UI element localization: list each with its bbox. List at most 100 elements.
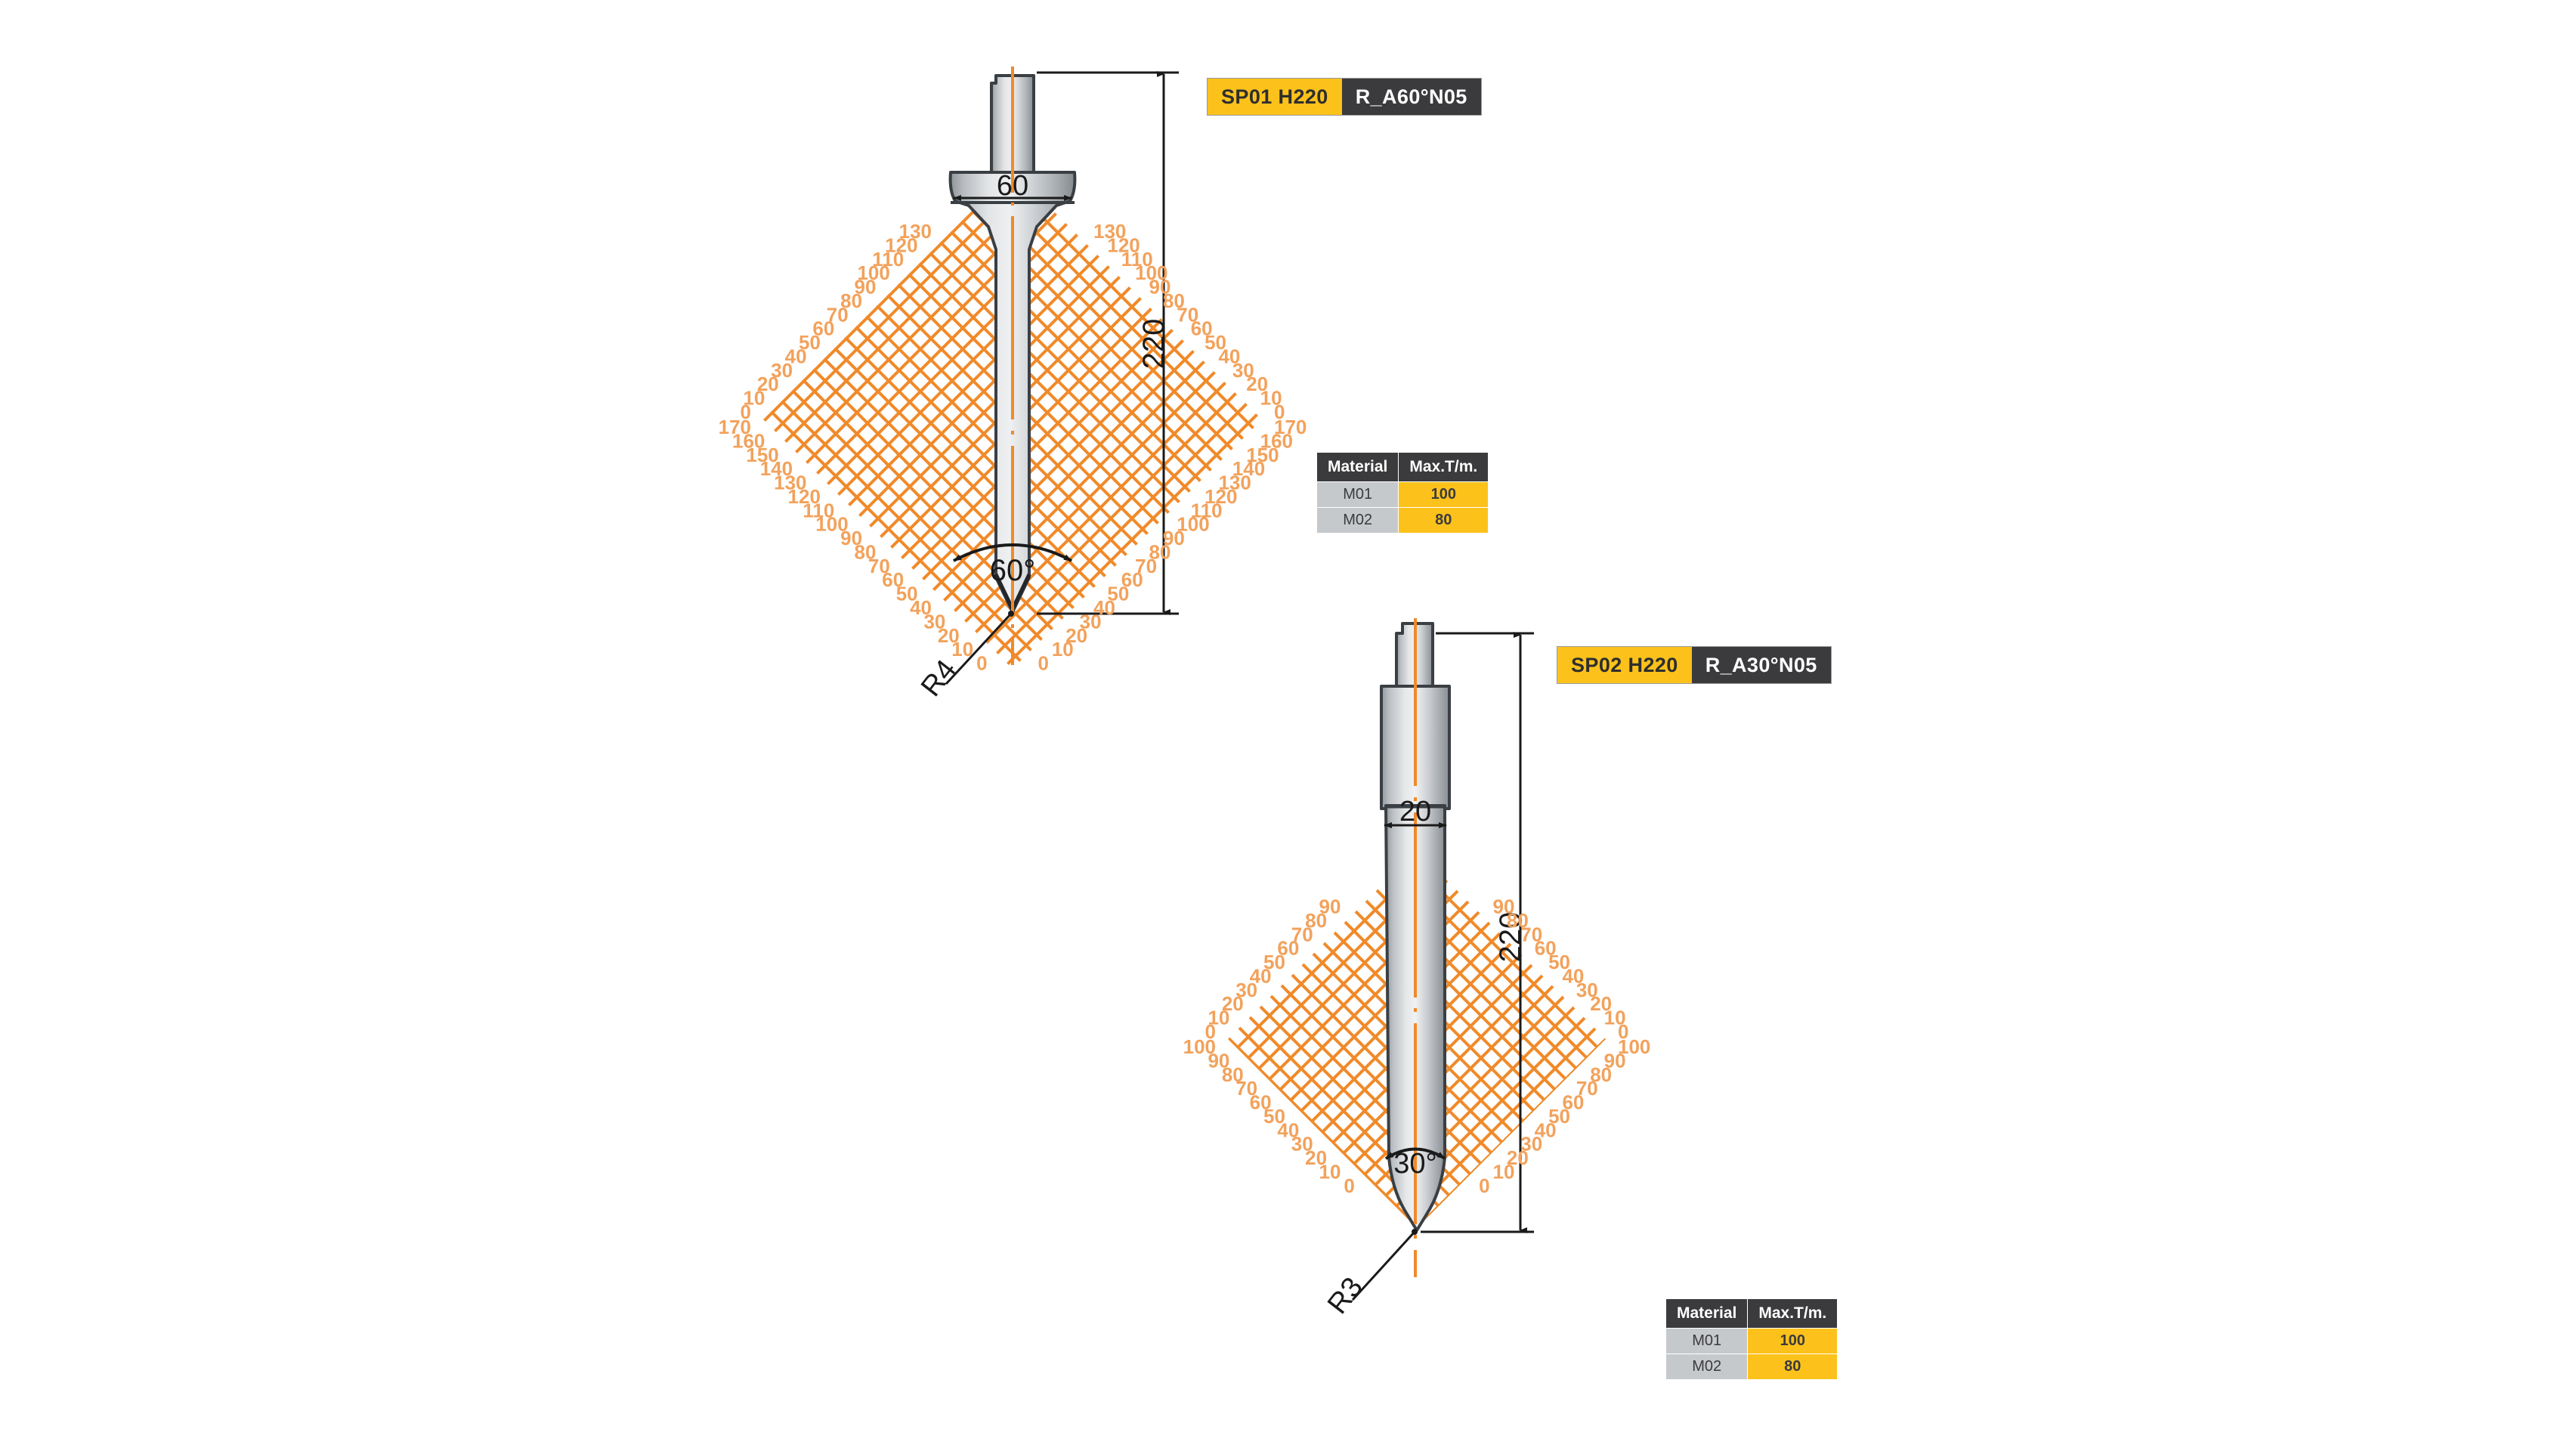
grid-scale-labels-1: 0102030405060708090100110120130010203040… (719, 220, 1307, 675)
col-max-tm: Max.T/m. (1398, 452, 1489, 482)
grid-scale-label: 80 (1222, 1063, 1244, 1086)
grid-scale-label: 120 (788, 485, 821, 508)
grid-scale-label: 30 (1235, 979, 1257, 1001)
grid-scale-label: 70 (1520, 923, 1542, 945)
grid-scale-label: 0 (1479, 1174, 1489, 1197)
grid-scale-label: 20 (1222, 992, 1244, 1015)
punch-drawing-sp01: 60 60° R4 220 01020304050607080901001101… (719, 67, 1307, 703)
product-name-sp02: R_A30°N05 (1691, 647, 1831, 683)
grid-scale-label: 70 (1177, 303, 1198, 326)
dim-width-label-2: 20 (1399, 796, 1431, 828)
dim-angle-label-1: 60° (990, 554, 1036, 587)
punch-profile-2 (1380, 618, 1451, 1277)
grid-scale-label: 40 (910, 596, 932, 619)
grid-scale-label: 70 (827, 303, 849, 326)
grid-scale-label: 30 (923, 610, 945, 633)
grid-scale-label: 60 (1121, 568, 1143, 591)
grid-scale-label: 130 (1093, 220, 1126, 243)
dimension-width-2: 20 (1384, 796, 1447, 828)
dim-radius-label-1: R4 (915, 654, 963, 703)
grid-scale-label: 50 (1107, 583, 1129, 605)
grid-scale-label: 130 (1218, 472, 1251, 494)
grid-scale-label: 150 (1246, 444, 1279, 466)
grid-scale-label: 80 (1305, 909, 1327, 932)
grid-scale-label: 70 (1235, 1077, 1257, 1100)
grid-scale-label: 40 (1277, 1118, 1299, 1141)
grid-scale-label: 120 (885, 234, 917, 256)
product-badge-sp02[interactable]: SP02 H220 R_A30°N05 (1557, 646, 1832, 684)
grid-scale-label: 90 (1163, 527, 1185, 549)
grid-scale-label: 130 (899, 220, 932, 243)
grid-scale-label: 60 (882, 568, 904, 591)
dim-height-label-1: 220 (1137, 319, 1170, 370)
grid-scale-label: 150 (746, 444, 778, 466)
grid-scale-label: 50 (799, 331, 821, 354)
grid-scale-label: 130 (774, 472, 806, 494)
grid-scale-label: 110 (1191, 499, 1223, 521)
grid-scale-label: 60 (1191, 317, 1213, 340)
cell-material: M01 (1316, 481, 1399, 508)
grid-scale-label: 40 (785, 345, 807, 367)
col-material: Material (1665, 1298, 1749, 1329)
grid-scale-label: 90 (1208, 1049, 1229, 1072)
cell-material: M02 (1316, 507, 1399, 534)
table-row: M02 80 (1665, 1354, 1838, 1380)
grid-scale-label: 10 (743, 387, 765, 410)
dimension-angle-1: 60° (953, 543, 1072, 587)
grid-scale-label: 90 (1319, 896, 1341, 918)
grid-scale-label: 20 (1246, 373, 1268, 395)
grid-scale-label: 80 (1590, 1063, 1612, 1086)
product-code-sp02: SP02 H220 (1557, 647, 1692, 683)
table-row: M01 100 (1316, 481, 1489, 508)
grid-scale-label: 50 (1548, 1105, 1570, 1128)
grid-scale-label: 60 (1277, 937, 1299, 960)
cell-max-tm: 100 (1398, 481, 1489, 508)
grid-scale-label: 100 (1183, 1035, 1216, 1058)
cell-max-tm: 80 (1398, 507, 1489, 534)
grid-scale-label: 10 (951, 638, 973, 661)
table-row: M02 80 (1316, 507, 1489, 534)
table-row: M01 100 (1665, 1328, 1838, 1354)
grid-scale-label: 30 (1232, 359, 1254, 382)
grid-scale-label: 110 (802, 499, 834, 521)
grid-scale-label: 20 (938, 624, 960, 647)
grid-scale-label: 100 (1618, 1035, 1650, 1058)
material-table-sp02: Material Max.T/m. M01 100 M02 80 (1665, 1298, 1838, 1380)
grid-scale-label: 80 (1149, 540, 1171, 563)
dim-height-label-2: 220 (1494, 912, 1527, 963)
grid-scale-label: 50 (1548, 951, 1570, 973)
grid-scale-label: 160 (1260, 429, 1293, 452)
grid-scale-label: 120 (1205, 485, 1237, 508)
grid-scale-label: 110 (1121, 248, 1153, 271)
dimension-height-1: 220 (1037, 71, 1179, 615)
grid-scale-label: 20 (757, 373, 779, 395)
col-material: Material (1316, 452, 1399, 482)
grid-scale-label: 100 (815, 513, 848, 536)
grid-scale-label: 110 (872, 248, 904, 271)
grid-scale-label: 140 (760, 457, 793, 480)
grid-scale-label: 50 (896, 583, 918, 605)
grid-scale-label: 10 (1208, 1007, 1229, 1029)
grid-scale-label: 10 (1604, 1007, 1626, 1029)
grid-scale-label: 80 (1507, 909, 1529, 932)
grid-scale-label: 60 (1562, 1091, 1584, 1114)
grid-scale-label: 140 (1232, 457, 1265, 480)
grid-scale-label: 60 (1250, 1091, 1272, 1114)
grid-scale-label: 0 (1205, 1020, 1216, 1043)
grid-scale-label: 20 (1590, 992, 1612, 1015)
cell-max-tm: 100 (1747, 1328, 1838, 1354)
grid-scale-label: 80 (840, 289, 862, 312)
grid-scale-label: 30 (1080, 610, 1102, 633)
grid-scale-label: 50 (1263, 1105, 1285, 1128)
table-header-row: Material Max.T/m. (1665, 1298, 1838, 1329)
grid-scale-label: 90 (855, 276, 877, 299)
grid-scale-label: 10 (1493, 1160, 1515, 1183)
grid-scale-label: 100 (1177, 513, 1209, 536)
punch-drawing-sp02: 20 30° R3 220 01020304050607080900102030… (1183, 618, 1651, 1320)
dimension-angle-2: 30° (1384, 1147, 1446, 1180)
grid-scale-labels-2: 0102030405060708090010203040506070809010… (1183, 896, 1651, 1197)
grid-scale-label: 120 (1107, 234, 1140, 256)
cell-material: M02 (1665, 1354, 1749, 1380)
product-badge-sp01[interactable]: SP01 H220 R_A60°N05 (1207, 78, 1482, 116)
